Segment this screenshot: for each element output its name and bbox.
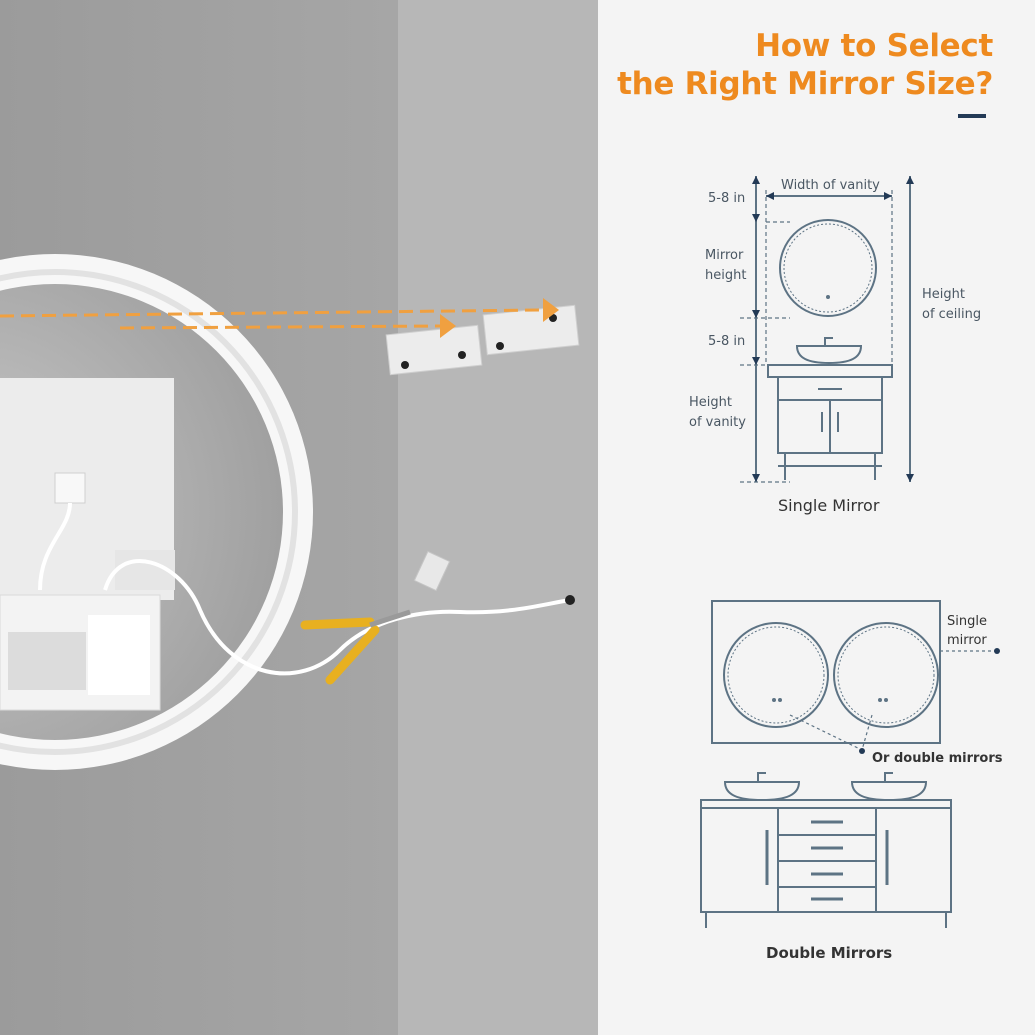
wall-light	[398, 0, 598, 1035]
plug	[413, 550, 451, 592]
label-double-mirrors: Or double mirrors	[872, 751, 1003, 766]
single-mirror-diagram	[740, 176, 914, 483]
double-vanity-top	[700, 799, 952, 809]
label-vanity-height-1: Height	[689, 395, 732, 410]
double-mirror-diagram	[700, 600, 996, 928]
pliers-handle-2	[325, 625, 380, 685]
single-wide-mirror	[711, 600, 941, 744]
arrow-head-2	[543, 298, 559, 322]
label-single-mirror-2: mirror	[947, 633, 987, 648]
label-single-mirror-1: Single	[947, 614, 987, 629]
single-mirror-dot	[994, 648, 1000, 654]
double-vanity-body	[700, 807, 952, 913]
label-ceiling-2: of ceiling	[922, 307, 981, 322]
double-basin-right	[850, 781, 928, 802]
guide-line-1	[0, 308, 541, 318]
info-panel	[598, 0, 1035, 1035]
bracket-1	[385, 324, 483, 376]
pliers-jaw	[369, 609, 411, 628]
label-mirror-height-2: height	[705, 268, 746, 283]
wall-hole	[565, 595, 575, 605]
screw-3	[496, 342, 504, 350]
mirror-led-ring	[0, 269, 298, 755]
caption-double-mirrors: Double Mirrors	[766, 944, 892, 962]
title-line-1: How to Select	[755, 28, 993, 64]
caption-single-mirror: Single Mirror	[778, 496, 880, 515]
label-gap-bottom: 5-8 in	[708, 334, 745, 349]
guide-line-2	[119, 324, 441, 330]
double-mirror-right	[833, 622, 939, 728]
arrow-head-1	[440, 314, 456, 338]
double-mirror-dot	[859, 748, 865, 754]
screw-2	[458, 351, 466, 359]
label-vanity-height-2: of vanity	[689, 415, 746, 430]
double-basin-left	[723, 781, 801, 802]
single-mirror-circle	[779, 219, 877, 317]
screw-1	[401, 361, 409, 369]
driver-label	[8, 632, 86, 690]
label-mirror-height-1: Mirror	[705, 248, 744, 263]
driver-sticker	[88, 615, 150, 695]
switch-cable	[38, 502, 72, 591]
label-gap-top: 5-8 in	[708, 191, 745, 206]
title-line-2: the Right Mirror Size?	[617, 66, 993, 102]
single-basin	[795, 345, 863, 365]
title-underline	[958, 114, 986, 118]
power-cable	[103, 559, 571, 676]
label-ceiling-1: Height	[922, 287, 965, 302]
single-vanity-top	[767, 364, 893, 378]
label-width-of-vanity: Width of vanity	[781, 178, 880, 193]
double-mirror-left	[723, 622, 829, 728]
pliers-handle-1	[300, 617, 375, 630]
installation-photo	[0, 0, 598, 1035]
